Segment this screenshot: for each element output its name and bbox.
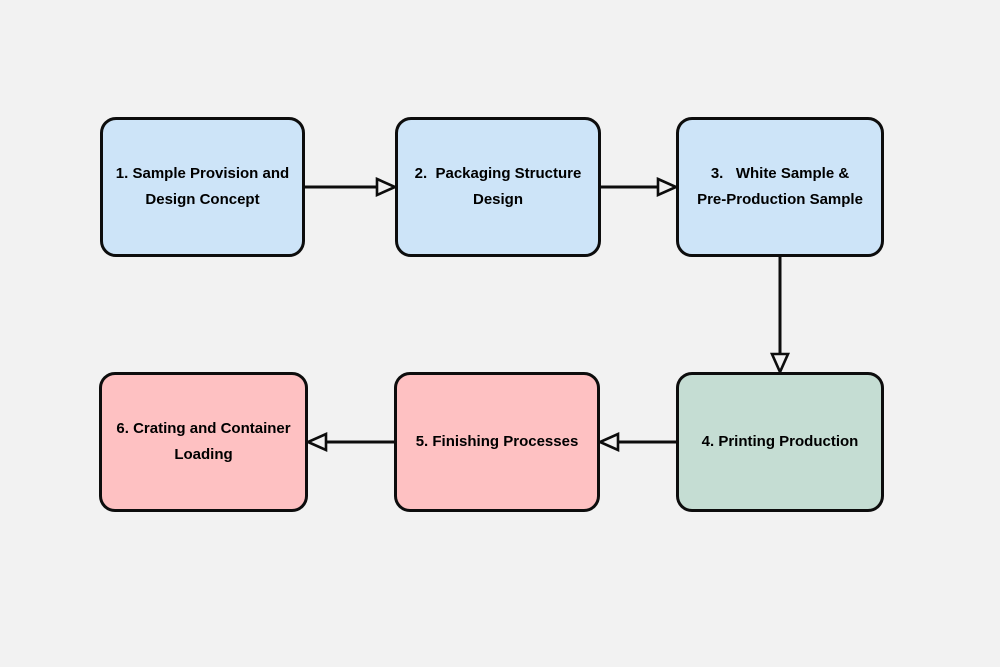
- edge-step4-to-step5: [596, 431, 676, 453]
- node-label: 3. White Sample & Pre-Production Sample: [697, 165, 863, 208]
- arrowhead-right-icon: [375, 176, 399, 198]
- edge-step5-to-step6: [304, 431, 394, 453]
- edge-step3-to-step4: [769, 257, 791, 376]
- edge-step1-to-step2: [305, 176, 399, 198]
- node-label: 2. Packaging Structure Design: [414, 165, 582, 208]
- node-printing-production: 4. Printing Production: [676, 372, 884, 512]
- arrowhead-right-icon: [656, 176, 680, 198]
- node-white-sample-pre-production-sample: 3. White Sample & Pre-Production Sample: [676, 117, 884, 257]
- arrowhead-down-icon: [769, 352, 791, 376]
- edge-step2-to-step3: [601, 176, 680, 198]
- node-label: 1. Sample Provision and Design Concept: [115, 165, 290, 208]
- node-finishing-processes: 5. Finishing Processes: [394, 372, 600, 512]
- node-sample-provision-design-concept: 1. Sample Provision and Design Concept: [100, 117, 305, 257]
- node-label: 5. Finishing Processes: [415, 433, 579, 450]
- node-label: 4. Printing Production: [701, 433, 859, 450]
- arrowhead-left-icon: [596, 431, 620, 453]
- node-crating-and-container-loading: 6. Crating and Container Loading: [99, 372, 308, 512]
- arrowhead-left-icon: [304, 431, 328, 453]
- node-label: 6. Crating and Container Loading: [116, 420, 291, 463]
- node-packaging-structure-design: 2. Packaging Structure Design: [395, 117, 601, 257]
